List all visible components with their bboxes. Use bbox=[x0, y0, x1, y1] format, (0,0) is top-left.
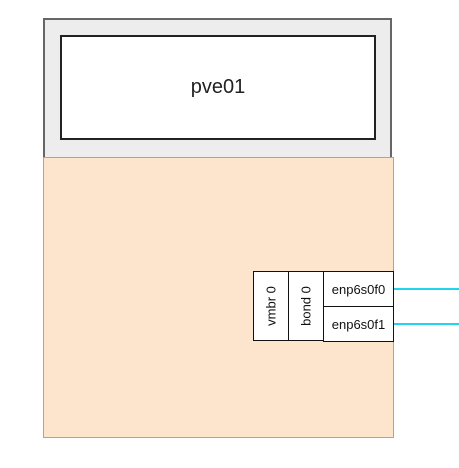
bridge-label: vmbr 0 bbox=[263, 286, 279, 326]
bond-label: bond 0 bbox=[298, 286, 314, 326]
node-name: pve01 bbox=[190, 76, 246, 98]
nic-enp6s0f1[interactable]: enp6s0f1 bbox=[323, 306, 394, 342]
bond-bond0[interactable]: bond 0 bbox=[288, 271, 324, 341]
nic-label: enp6s0f1 bbox=[331, 316, 386, 332]
nic-label: enp6s0f0 bbox=[331, 281, 386, 297]
nic-enp6s0f0[interactable]: enp6s0f0 bbox=[323, 271, 394, 307]
link-enp6s0f1 bbox=[394, 323, 459, 325]
node-title-box: pve01 bbox=[60, 35, 376, 140]
bridge-vmbr0[interactable]: vmbr 0 bbox=[253, 271, 289, 341]
link-enp6s0f0 bbox=[394, 288, 459, 290]
